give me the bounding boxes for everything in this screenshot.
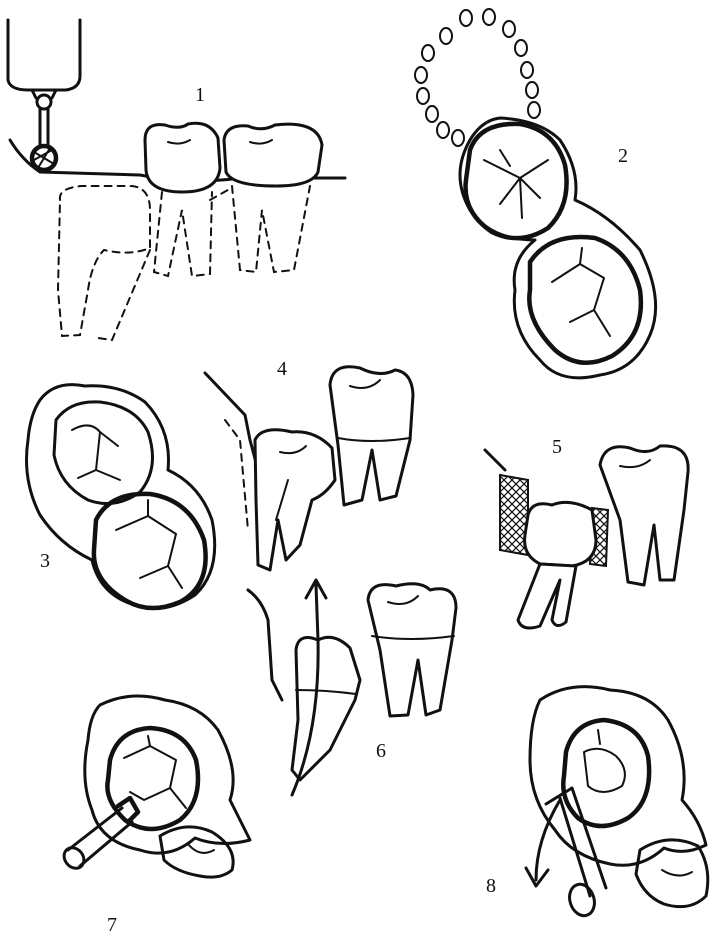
panel-6-tooth-luxation: 6 [248, 580, 456, 795]
panel-label-2: 2 [618, 145, 628, 167]
impacted-tooth [58, 186, 150, 336]
tooth-7 [107, 728, 198, 829]
tooth-3-upper [54, 402, 153, 504]
panel-label-5: 5 [552, 436, 562, 458]
panel-label-6: 6 [376, 740, 386, 762]
panel-label-1: 1 [195, 84, 205, 106]
rotation-arrow [536, 800, 560, 880]
panel-label-3: 3 [40, 550, 50, 572]
adjacent-molar-5 [600, 446, 688, 585]
crown-right [224, 124, 322, 186]
tooth-8 [563, 720, 649, 826]
panel-5-tooth-sectioning: 5 [485, 436, 688, 628]
sectioned-crown [525, 502, 596, 566]
tooth-3-lower [94, 494, 206, 608]
adjacent-tooth-6 [368, 584, 456, 716]
tooth-occlusal-lower [529, 237, 641, 363]
sectioned-roots [518, 564, 576, 628]
panel-3-occlusal-view: 3 [27, 385, 215, 609]
crown-left [145, 123, 220, 192]
panel-label-8: 8 [486, 875, 496, 897]
panel-7-elevator-use: 7 [60, 696, 250, 936]
panel-2-occlusal-view: 2 [415, 9, 656, 378]
panel-1-drill-gum-incision: 1 [8, 20, 345, 340]
tooth-occlusal-upper [466, 124, 567, 238]
panel-4-tooth-extraction: 4 [205, 358, 413, 570]
panel-8-elevator-rotation: 8 [486, 687, 708, 919]
tilted-molar [255, 430, 335, 570]
panel-label-7: 7 [107, 914, 117, 936]
panel-label-4: 4 [277, 358, 287, 380]
gum-outline-8 [530, 687, 706, 866]
luxated-tooth [292, 637, 360, 780]
elevator-shaft-8 [546, 788, 606, 896]
adjacent-molar [330, 367, 413, 505]
